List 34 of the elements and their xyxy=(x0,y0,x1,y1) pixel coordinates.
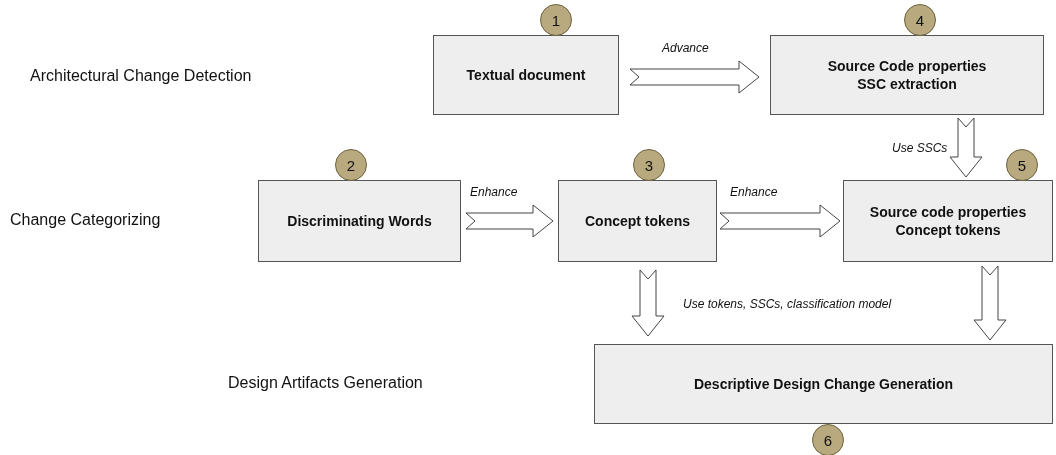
box-text: Concept tokens xyxy=(895,221,1001,240)
row-label: Change Categorizing xyxy=(10,211,161,229)
block-arrow xyxy=(719,204,841,238)
process-box xyxy=(770,35,1044,115)
step-number: 2 xyxy=(335,149,367,181)
box-text: Discriminating Words xyxy=(287,211,432,231)
block-arrow xyxy=(631,269,665,337)
block-arrow xyxy=(949,117,983,178)
process-box xyxy=(843,180,1053,262)
block-arrow xyxy=(465,204,554,238)
edge-label: Enhance xyxy=(470,185,518,199)
annotation-text: Use tokens, SSCs, classification model xyxy=(683,297,892,311)
edge-label: Use SSCs xyxy=(892,141,948,155)
process-box xyxy=(558,180,717,262)
box-text: SSC extraction xyxy=(857,75,957,94)
edge-label: Enhance xyxy=(730,185,778,199)
step-number: 1 xyxy=(540,4,572,36)
box-text: Source Code properties xyxy=(827,56,987,75)
row-label: Design Artifacts Generation xyxy=(228,374,423,392)
process-box xyxy=(258,180,461,262)
block-arrow xyxy=(973,265,1007,341)
row-label: Architectural Change Detection xyxy=(30,67,252,85)
step-number: 4 xyxy=(904,4,936,36)
block-arrow xyxy=(629,60,760,94)
step-number: 3 xyxy=(633,149,665,181)
process-box xyxy=(433,35,619,115)
step-number: 6 xyxy=(812,424,844,455)
box-text: Source code properties xyxy=(869,202,1027,221)
step-number: 5 xyxy=(1006,149,1038,181)
edge-label: Advance xyxy=(662,41,709,55)
process-box xyxy=(594,344,1053,424)
box-text: Descriptive Design Change Generation xyxy=(693,374,954,394)
box-text: Concept tokens xyxy=(585,211,690,231)
box-text: Textual document xyxy=(466,65,586,85)
